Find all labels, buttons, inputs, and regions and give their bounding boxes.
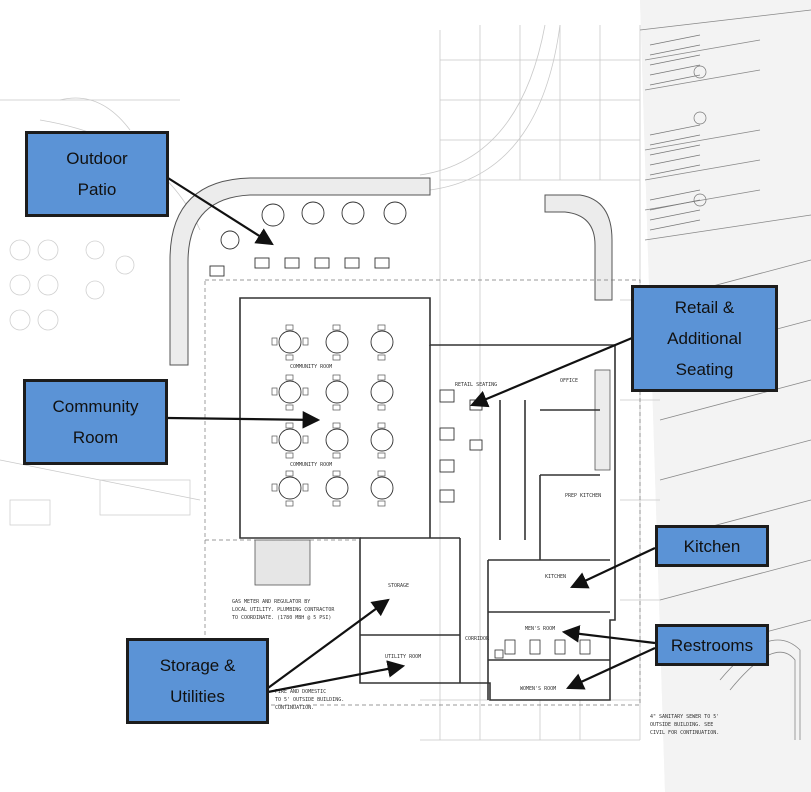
label-community-room-2: COMMUNITY ROOM	[290, 462, 332, 468]
callout-restrooms: Restrooms	[655, 624, 769, 666]
label-kitchen: KITCHEN	[545, 574, 566, 580]
label-office: OFFICE	[560, 378, 578, 384]
label-prep-kitchen: PREP KITCHEN	[565, 493, 601, 499]
label-womens-room: WOMEN'S ROOM	[520, 686, 556, 692]
note-fire-3: CONTINUATION.	[275, 705, 314, 711]
label-utility-room: UTILITY ROOM	[385, 654, 421, 660]
callout-retail-seating: Retail & Additional Seating	[631, 285, 778, 392]
note-gas-meter-2: LOCAL UTILITY. PLUMBING CONTRACTOR	[232, 607, 335, 613]
note-gas-meter-1: GAS METER AND REGULATOR BY	[232, 599, 310, 605]
callout-storage-utilities-text: Storage & Utilities	[159, 656, 236, 706]
right-planter	[544, 194, 613, 301]
note-fire-2: TO 5' OUTSIDE BUILDING.	[275, 697, 344, 703]
label-corridor: CORRIDOR	[465, 636, 490, 642]
callout-outdoor-patio: Outdoor Patio	[25, 131, 169, 217]
south-planter	[254, 539, 311, 586]
callout-outdoor-patio-text: Outdoor Patio	[66, 149, 128, 199]
label-community-room-1: COMMUNITY ROOM	[290, 364, 332, 370]
building-walls	[239, 297, 616, 701]
callout-community-room: Community Room	[23, 379, 168, 465]
callout-storage-utilities: Storage & Utilities	[126, 638, 269, 724]
callout-restrooms-text: Restrooms	[670, 635, 754, 655]
callout-community-room-text: Community Room	[52, 397, 139, 447]
community-room-chairs	[271, 324, 386, 507]
dashed-grid	[204, 279, 641, 706]
community-room-tables	[278, 330, 394, 500]
callout-retail-seating-text: Retail & Additional Seating	[667, 298, 742, 379]
note-sanitary-2: OUTSIDE BUILDING. SEE	[650, 722, 713, 728]
note-fire-1: FIRE AND DOMESTIC	[275, 689, 326, 695]
label-retail-seating: RETAIL SEATING	[455, 382, 497, 388]
restroom-fixtures	[494, 639, 591, 659]
parking-hatching	[649, 34, 707, 231]
label-storage: STORAGE	[388, 583, 409, 589]
callout-kitchen-text: Kitchen	[683, 536, 741, 556]
label-mens-room: MEN'S ROOM	[525, 626, 555, 632]
background-tables	[9, 239, 191, 526]
note-sanitary-1: 4" SANITARY SEWER TO 5'	[650, 714, 719, 720]
east-planter	[594, 369, 611, 471]
note-sanitary-3: CIVIL FOR CONTINUATION.	[650, 730, 719, 736]
callout-kitchen: Kitchen	[655, 525, 769, 567]
note-gas-meter-3: TO COORDINATE. (1780 MBH @ 5 PSI)	[232, 615, 331, 621]
